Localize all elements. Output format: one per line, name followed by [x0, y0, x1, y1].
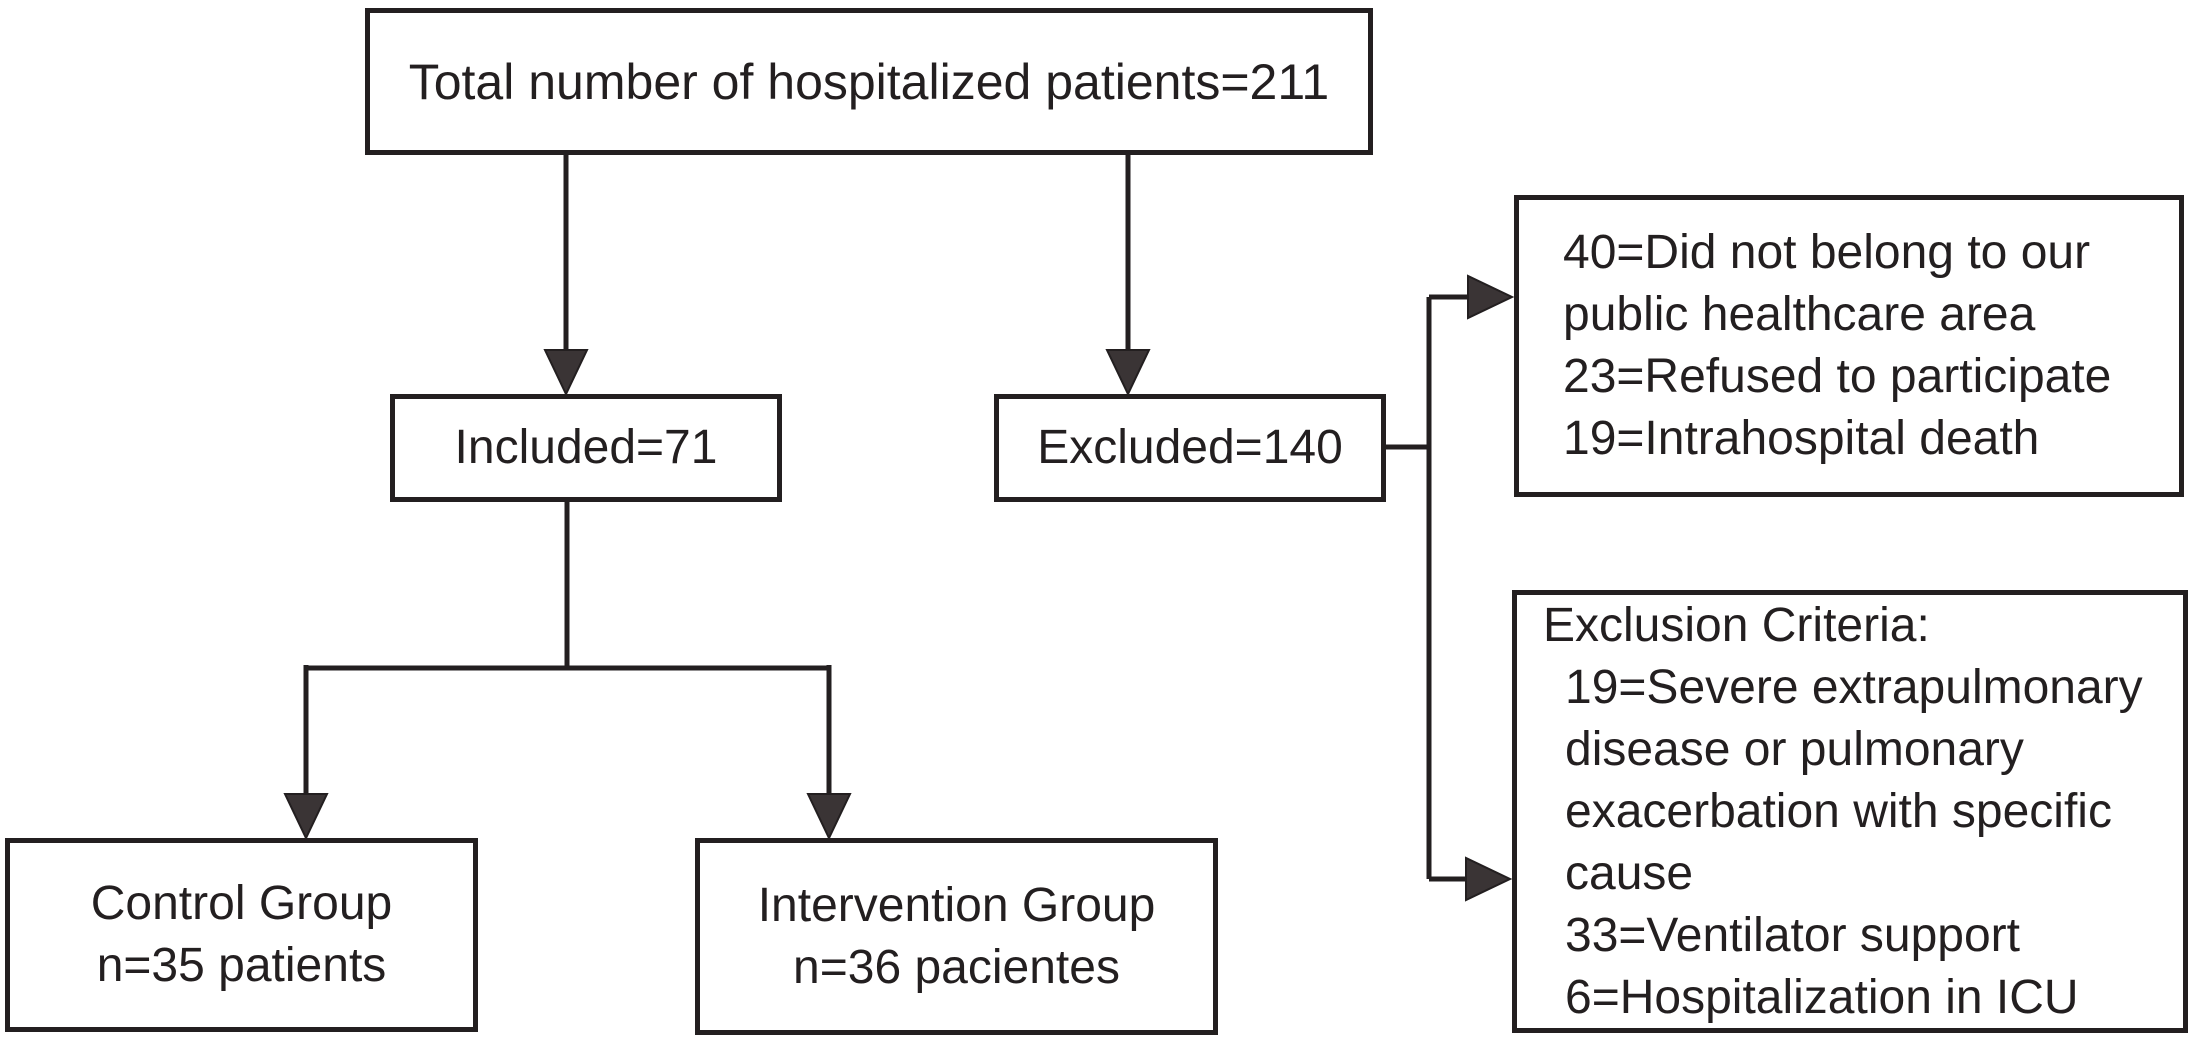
total-patients-box: Total number of hospitalized patients=21…	[365, 8, 1373, 155]
arrow-right-icon	[1465, 856, 1513, 902]
exclusion-criteria-line: 33=Ventilator support	[1565, 908, 2020, 962]
exclusion-criteria-box: Exclusion Criteria: 19=Severe extrapulmo…	[1512, 590, 2188, 1033]
exclusion-reason-line: 23=Refused to participate	[1563, 350, 2112, 403]
arrow-down-icon	[806, 793, 852, 841]
exclusion-criteria-line: disease or pulmonary	[1565, 722, 2024, 776]
arrow-right-icon	[1467, 274, 1515, 320]
exclusion-criteria-line: cause	[1565, 846, 1694, 900]
included-label: Included=71	[454, 421, 718, 474]
exclusion-reason-line: public healthcare area	[1563, 288, 2036, 341]
arrow-down-icon	[1105, 349, 1151, 397]
included-box: Included=71	[390, 394, 782, 502]
exclusion-criteria-line: exacerbation with specific	[1565, 784, 2112, 838]
intervention-group-name: Intervention Group	[757, 878, 1156, 932]
excluded-label: Excluded=140	[1037, 421, 1343, 474]
exclusion-reasons-box: 40=Did not belong to our public healthca…	[1514, 195, 2184, 497]
control-group-name: Control Group	[90, 877, 393, 930]
exclusion-reason-line: 19=Intrahospital death	[1563, 412, 2040, 465]
excluded-box: Excluded=140	[994, 394, 1386, 502]
exclusion-criteria-title: Exclusion Criteria:	[1543, 598, 1930, 652]
arrow-down-icon	[283, 793, 329, 841]
intervention-group-count: n=36 pacientes	[793, 940, 1120, 994]
exclusion-criteria-line: 6=Hospitalization in ICU	[1565, 970, 2079, 1024]
control-group-count: n=35 patients	[96, 939, 387, 992]
intervention-group-box: Intervention Group n=36 pacientes	[695, 838, 1218, 1035]
exclusion-criteria-line: 19=Severe extrapulmonary	[1565, 660, 2143, 714]
arrow-down-icon	[543, 349, 589, 397]
total-patients-label: Total number of hospitalized patients=21…	[408, 53, 1330, 110]
exclusion-reason-line: 40=Did not belong to our	[1563, 226, 2091, 279]
control-group-box: Control Group n=35 patients	[5, 838, 478, 1032]
